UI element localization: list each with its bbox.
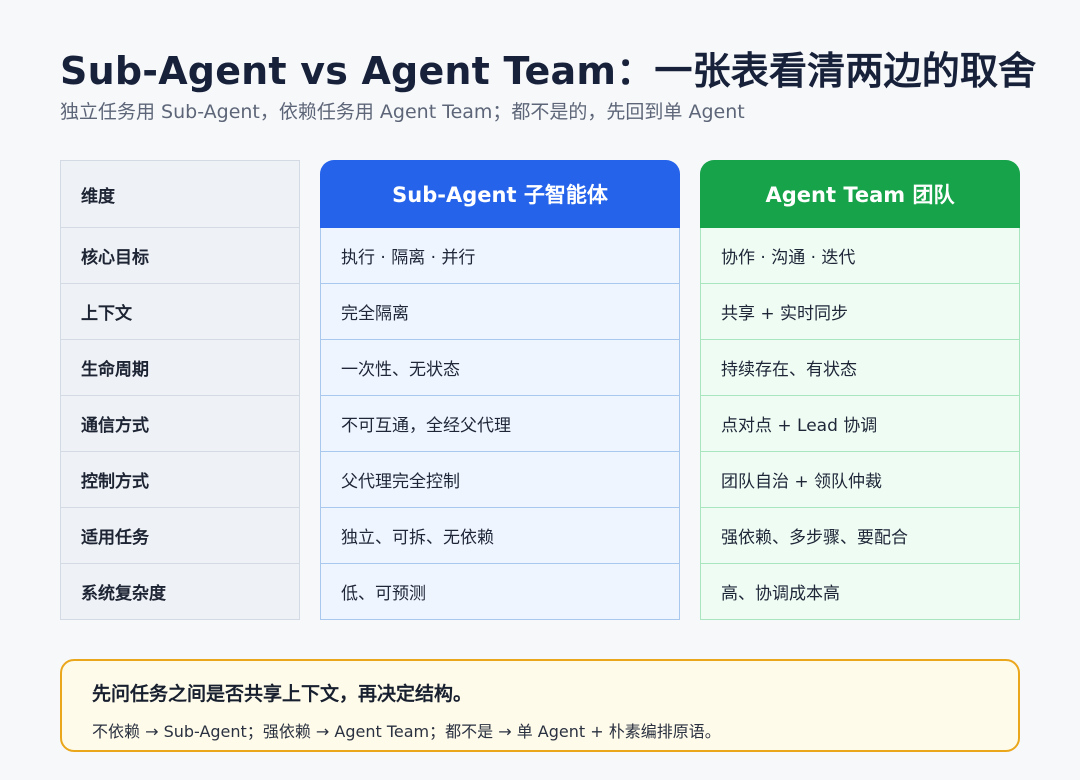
- dimension-column: 维度 核心目标 上下文 生命周期 通信方式 控制方式 适用任务 系统复杂度: [60, 160, 300, 620]
- dimension-cell: 系统复杂度: [60, 564, 300, 620]
- dimension-cell: 上下文: [60, 284, 300, 340]
- agent-team-header: Agent Team 团队: [700, 160, 1020, 228]
- agent-team-cell: 协作 · 沟通 · 迭代: [700, 228, 1020, 284]
- sub-agent-cell: 不可互通，全经父代理: [320, 396, 680, 452]
- sub-agent-cell: 独立、可拆、无依赖: [320, 508, 680, 564]
- agent-team-cell: 共享 + 实时同步: [700, 284, 1020, 340]
- sub-agent-cell: 低、可预测: [320, 564, 680, 620]
- callout-title: 先问任务之间是否共享上下文，再决定结构。: [92, 683, 473, 705]
- agent-team-column: Agent Team 团队 协作 · 沟通 · 迭代 共享 + 实时同步 持续存…: [700, 160, 1020, 620]
- sub-agent-cell: 父代理完全控制: [320, 452, 680, 508]
- sub-agent-cell: 一次性、无状态: [320, 340, 680, 396]
- agent-team-cell: 持续存在、有状态: [700, 340, 1020, 396]
- agent-team-cell: 点对点 + Lead 协调: [700, 396, 1020, 452]
- dimension-cell: 控制方式: [60, 452, 300, 508]
- dimension-cell: 生命周期: [60, 340, 300, 396]
- sub-agent-header: Sub-Agent 子智能体: [320, 160, 680, 228]
- sub-agent-cell: 执行 · 隔离 · 并行: [320, 228, 680, 284]
- dimension-cell: 适用任务: [60, 508, 300, 564]
- dimension-cell: 通信方式: [60, 396, 300, 452]
- sub-agent-column: Sub-Agent 子智能体 执行 · 隔离 · 并行 完全隔离 一次性、无状态…: [320, 160, 680, 620]
- sub-agent-cell: 完全隔离: [320, 284, 680, 340]
- agent-team-cell: 团队自治 + 领队仲裁: [700, 452, 1020, 508]
- agent-team-cell: 高、协调成本高: [700, 564, 1020, 620]
- dimension-cell: 核心目标: [60, 228, 300, 284]
- callout-text: 不依赖 → Sub-Agent；强依赖 → Agent Team；都不是 → 单…: [92, 722, 721, 741]
- dimension-header: 维度: [60, 160, 300, 228]
- page-title: Sub-Agent vs Agent Team：一张表看清两边的取舍: [60, 49, 1037, 93]
- page-subtitle: 独立任务用 Sub-Agent，依赖任务用 Agent Team；都不是的，先回…: [60, 101, 745, 123]
- decision-callout: 先问任务之间是否共享上下文，再决定结构。 不依赖 → Sub-Agent；强依赖…: [60, 659, 1020, 752]
- agent-team-cell: 强依赖、多步骤、要配合: [700, 508, 1020, 564]
